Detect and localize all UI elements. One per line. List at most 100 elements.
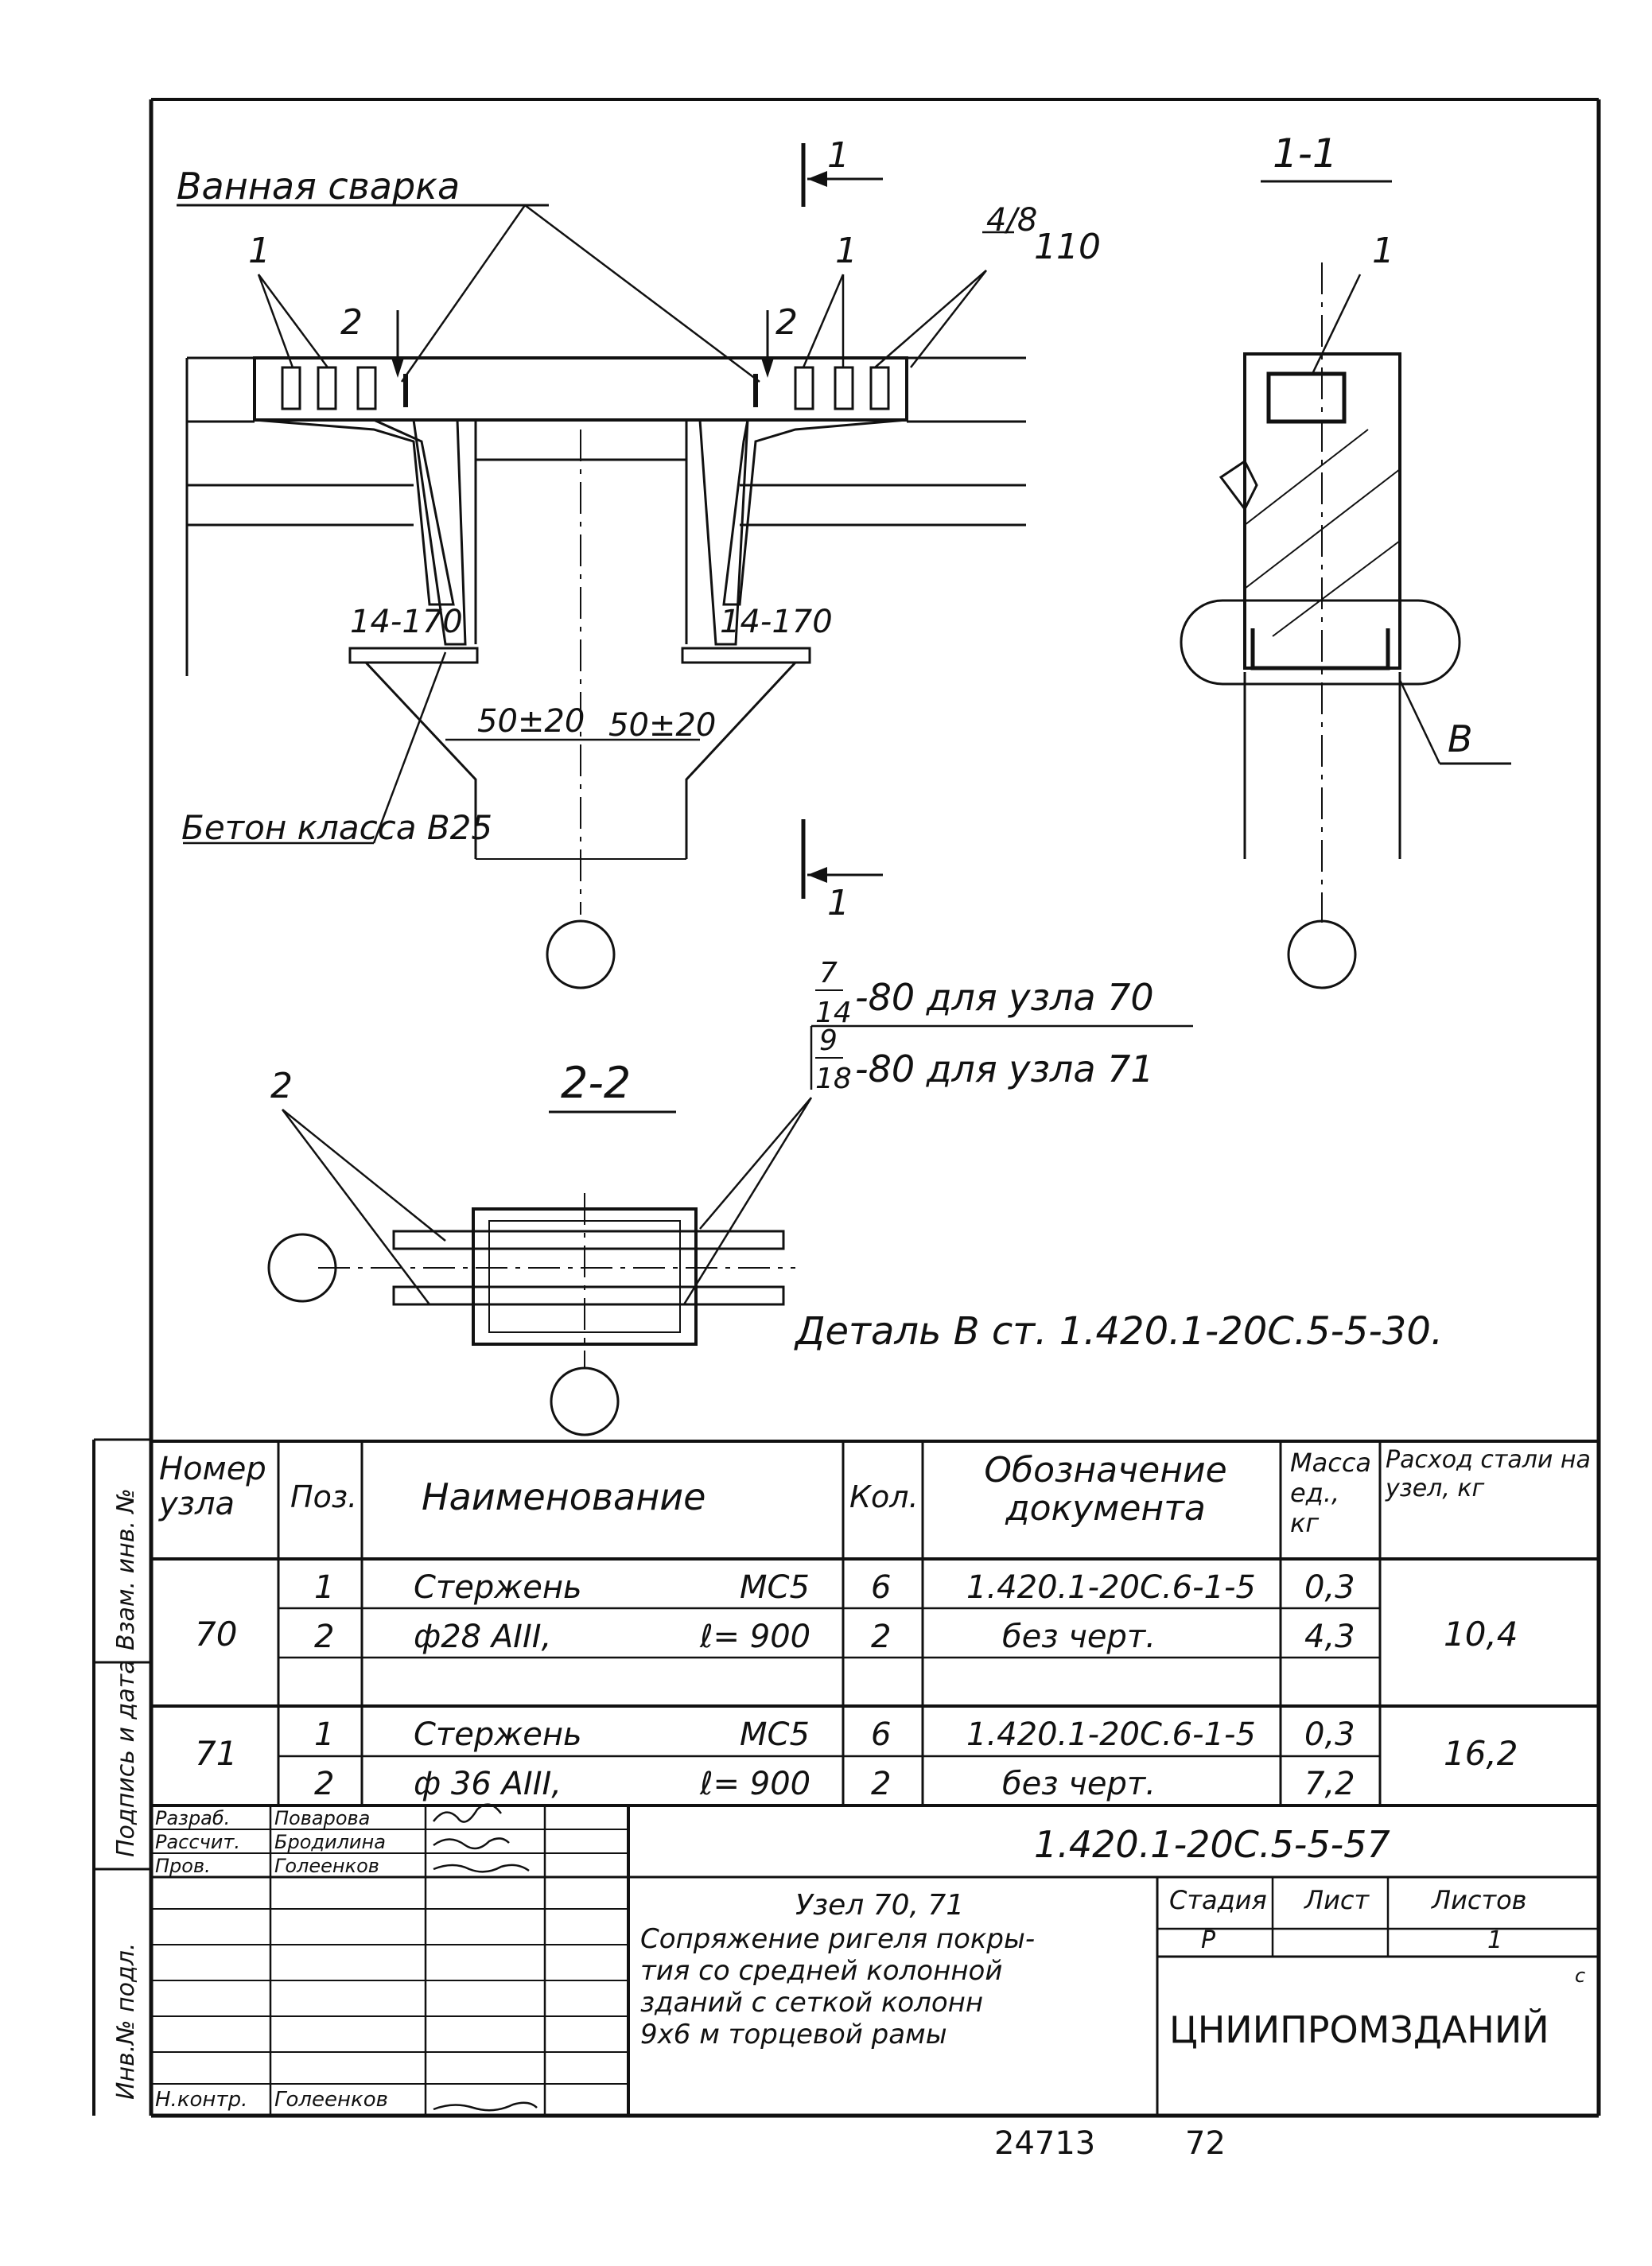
detail-ref: Деталь В ст. 1.420.1-20С.5-5-30. [794,1309,1443,1354]
footer-page: 72 [1185,2125,1226,2162]
note-70-den: 14 [815,997,852,1029]
row-71-2-pos: 2 [314,1766,335,1802]
header-node: Номер узла [159,1451,266,1522]
dim-50-20-left: 50±20 [477,703,585,740]
row-71-2-name: ф 36 АIII, [414,1766,562,1802]
row-71-1-name: Стержень [414,1716,582,1753]
note-71-den: 18 [815,1063,852,1095]
section-2-2-title: 2-2 [561,1058,631,1108]
tb-title-5: 9x6 м торцевой рамы [640,2019,947,2050]
tb-role-1: Рассчит. [155,1831,240,1853]
tb-title-1: Узел 70, 71 [795,1889,965,1922]
footer-number: 24713 [994,2125,1096,2162]
section-mark-top: 1 [827,135,849,176]
side-stamp-column: Инв.№ подл. Подпись и дата Взам. инв. № [92,1438,151,2116]
detail-b-mark: В [1448,717,1473,760]
weld-label: Ванная сварка [177,165,460,208]
row-node-70: 70 [195,1615,238,1654]
row-70-1-pos: 1 [314,1569,335,1606]
elevation-view: Ванная сварка [177,135,1101,989]
row-71-1-pos: 1 [314,1716,335,1753]
row-70-1-doc: 1.420.1-20С.6-1-5 [966,1569,1256,1606]
row-71-2-doc: без черт. [1002,1766,1156,1802]
tb-sheets-header: Листов [1432,1885,1527,1915]
pos1-left-label: 1 [248,231,270,271]
row-70-2-doc: без черт. [1002,1619,1156,1655]
tb-org: ЦНИИПРОМЗДАНИЙ [1169,2008,1549,2051]
weld-14-170-left: 14-170 [350,604,463,640]
row-70-1-mass: 0,3 [1304,1569,1355,1606]
header-steel: Расход стали на узел, кг [1386,1446,1591,1502]
header-mass: Масса ед., кг [1290,1448,1372,1538]
tb-title-3: тия со средней колонной [640,1955,1003,1987]
axis-marker-2-2-h [267,1233,337,1303]
concrete-label: Бетон класса В25 [181,808,492,847]
signatures [433,1803,538,2112]
row-71-1-qty: 6 [871,1716,892,1753]
header-pos: Поз. [290,1479,358,1514]
section-mark-bottom: 1 [827,883,849,923]
pos2-left-label: 2 [340,302,363,343]
row-70-2-mass: 4,3 [1304,1619,1355,1655]
row-71-2-mark: ℓ= 900 [700,1766,811,1802]
tb-org-mark: с [1575,1965,1586,1987]
note-71: -80 для узла 71 [855,1047,1154,1090]
tb-role-2: Пров. [155,1855,211,1877]
tb-doc-code: 1.420.1-20С.5-5-57 [1034,1823,1390,1866]
note-70: -80 для узла 70 [855,976,1154,1019]
row-70-steel: 10,4 [1444,1615,1518,1654]
tb-stage: Р [1201,1926,1216,1954]
section-2-2-pos2: 2 [270,1066,293,1106]
stamp-inv-orig: Инв.№ подл. [112,1943,140,2100]
pos2-right-label: 2 [775,302,798,343]
tb-title-4: зданий с сеткой колонн [640,1987,984,2019]
row-70-1-mark: МС5 [740,1569,810,1606]
dim-110-label: 110 [1034,227,1101,267]
row-70-2-mark: ℓ= 900 [700,1619,811,1655]
tb-sheets: 1 [1487,1926,1503,1954]
section-1-1-title: 1-1 [1273,130,1338,177]
stamp-signature-date: Подпись и дата [112,1660,140,1858]
row-71-1-doc: 1.420.1-20С.6-1-5 [966,1716,1256,1753]
row-70-1-qty: 6 [871,1569,892,1606]
section-1-1: 1-1 1 В [1180,130,1511,989]
tb-sheet-header: Лист [1304,1885,1370,1915]
tb-role-7: Н.контр. [155,2088,248,2112]
row-70-1-name: Стержень [414,1569,582,1606]
drawing-frame [149,98,1601,2118]
slab-rods [281,366,890,410]
section-2-2: 2-2 2 7 14 -80 для узла 70 9 18 -80 для … [267,957,1443,1436]
title-block-grid [151,1805,1599,2116]
row-70-2-pos: 2 [314,1619,335,1655]
weld-14-170-right: 14-170 [720,604,833,640]
dim-50-20-right: 50±20 [608,707,716,744]
tb-title-2: Сопряжение ригеля покры- [640,1923,1036,1955]
row-70-2-qty: 2 [871,1619,892,1655]
spec-table-grid [151,1440,1599,1807]
axis-marker-elevation [546,919,616,989]
tb-name-2: Голеенков [274,1855,379,1877]
tb-name-0: Поварова [274,1807,371,1829]
tb-name-7: Голеенков [274,2088,388,2112]
row-71-1-mark: МС5 [740,1716,810,1753]
header-qty: Кол. [849,1479,919,1514]
row-71-2-qty: 2 [871,1766,892,1802]
row-71-2-mass: 7,2 [1304,1766,1355,1802]
stamp-replaced-inv: Взам. инв. № [112,1488,140,1650]
tb-role-0: Разраб. [155,1807,231,1829]
tb-stage-header: Стадия [1169,1885,1267,1915]
pos1-right-label: 1 [835,231,857,271]
row-71-steel: 16,2 [1444,1734,1518,1773]
tb-name-1: Бродилина [274,1831,386,1853]
header-name: Наименование [422,1475,706,1518]
row-71-1-mass: 0,3 [1304,1716,1355,1753]
axis-marker-2-2-v [550,1366,620,1436]
axis-marker-section [1287,919,1357,989]
note-70-num: 7 [819,957,838,989]
row-node-71: 71 [195,1734,238,1773]
section-1-1-pos1: 1 [1372,231,1394,271]
row-70-2-name: ф28 АIII, [414,1619,552,1655]
note-71-num: 9 [819,1024,838,1057]
header-doc: Обозначение документа [984,1450,1227,1529]
